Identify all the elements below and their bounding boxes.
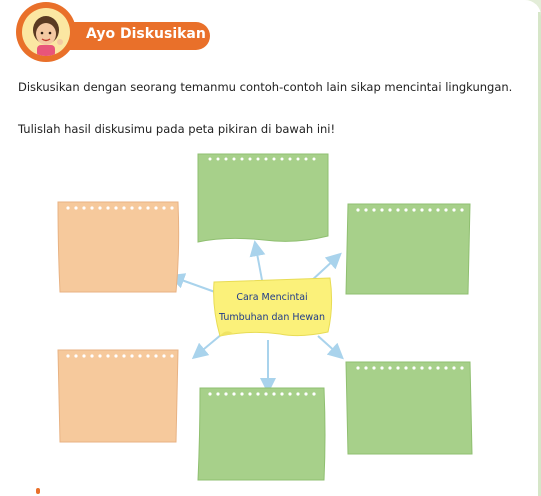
note-paper-icon (345, 203, 471, 295)
card-right-bottom-green[interactable] (344, 360, 474, 456)
note-paper-icon (57, 201, 180, 293)
note-paper-icon (197, 387, 326, 481)
arrow-right-bottom (317, 335, 344, 360)
note-paper-icon (345, 361, 473, 455)
center-topic-line-2: Tumbuhan dan Hewan (218, 312, 326, 323)
card-left-top-orange[interactable] (56, 200, 182, 294)
section-title: Ayo Diskusikan (86, 26, 206, 42)
center-topic-line-1: Cara Mencintai (236, 292, 308, 303)
card-left-bottom-orange[interactable] (56, 348, 182, 444)
card-right-top-green[interactable] (344, 202, 472, 296)
page-edge (538, 12, 541, 496)
arrow-top (249, 240, 266, 281)
page-corner-mark (36, 488, 40, 494)
section-badge (60, 22, 210, 50)
note-paper-icon (57, 349, 179, 443)
sticky-note-icon (213, 277, 333, 337)
arrow-right-top (309, 252, 342, 283)
center-topic-text: Cara Mencintai Tumbuhan dan Hewan (210, 288, 334, 328)
arrow-left-bottom (191, 333, 223, 360)
arrow-left-top (168, 273, 216, 293)
girl-avatar-icon (22, 8, 70, 56)
instruction-line-1: Diskusikan dengan seorang temanmu contoh… (18, 80, 513, 94)
card-top-green[interactable] (196, 152, 330, 244)
note-paper-icon (197, 153, 329, 243)
center-topic-note (210, 276, 336, 340)
instruction-line-2: Tulislah hasil diskusimu pada peta pikir… (18, 122, 336, 136)
card-bottom-green[interactable] (196, 386, 328, 482)
